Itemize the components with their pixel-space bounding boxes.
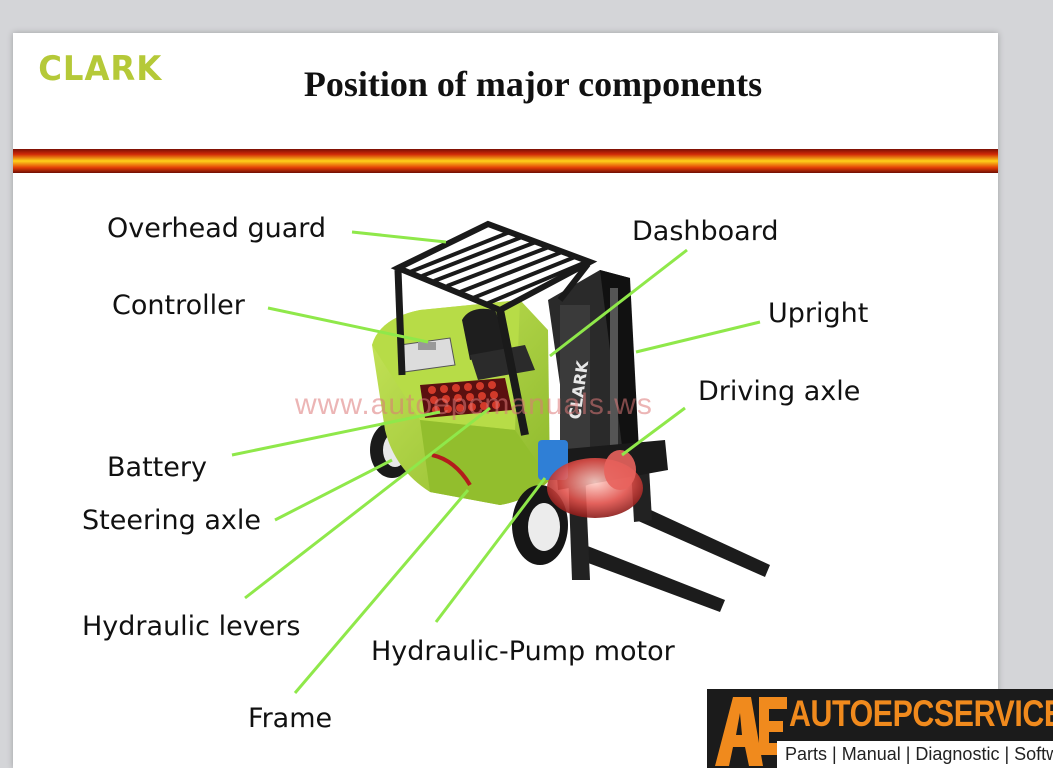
leader-overhead-guard (351, 230, 447, 244)
leader-lines (231, 230, 761, 694)
label-driving-axle: Driving axle (698, 376, 860, 407)
hydraulic-pump-motor (538, 440, 643, 518)
label-steering-axle: Steering axle (82, 505, 261, 536)
autoepcservice-badge: AUTOEPCSERVICE Parts | Manual | Diagnost… (707, 689, 1053, 768)
watermark: www.autoepcmanuals.ws (294, 388, 653, 421)
badge-tagline: Parts | Manual | Diagnostic | Software (777, 741, 1053, 768)
badge-name: AUTOEPCSERVICE (789, 693, 1053, 734)
leader-upright (635, 320, 761, 354)
leader-steering-axle (274, 458, 393, 522)
slide: CLARK Position of major components (13, 33, 998, 768)
clark-logo: CLARK (38, 49, 163, 89)
title-gradient-band (13, 149, 998, 173)
label-battery: Battery (107, 452, 207, 483)
leader-frame (293, 489, 470, 694)
label-dashboard: Dashboard (632, 216, 778, 247)
label-upright: Upright (768, 298, 868, 329)
label-hydraulic-levers: Hydraulic levers (82, 611, 300, 642)
label-controller: Controller (112, 290, 246, 321)
label-overhead-guard: Overhead guard (107, 213, 326, 244)
leader-controller (267, 306, 429, 344)
overhead-guard (390, 220, 598, 436)
leader-dashboard (549, 248, 688, 358)
leader-hydraulic-pump-motor (434, 477, 547, 623)
label-hydraulic-pump-motor: Hydraulic-Pump motor (371, 636, 676, 667)
leader-battery (231, 410, 441, 457)
operator-seat (462, 308, 535, 380)
leader-driving-axle (621, 406, 686, 457)
label-frame: Frame (248, 703, 332, 734)
leader-hydraulic-levers (244, 406, 491, 600)
slide-title: Position of major components (303, 64, 763, 104)
